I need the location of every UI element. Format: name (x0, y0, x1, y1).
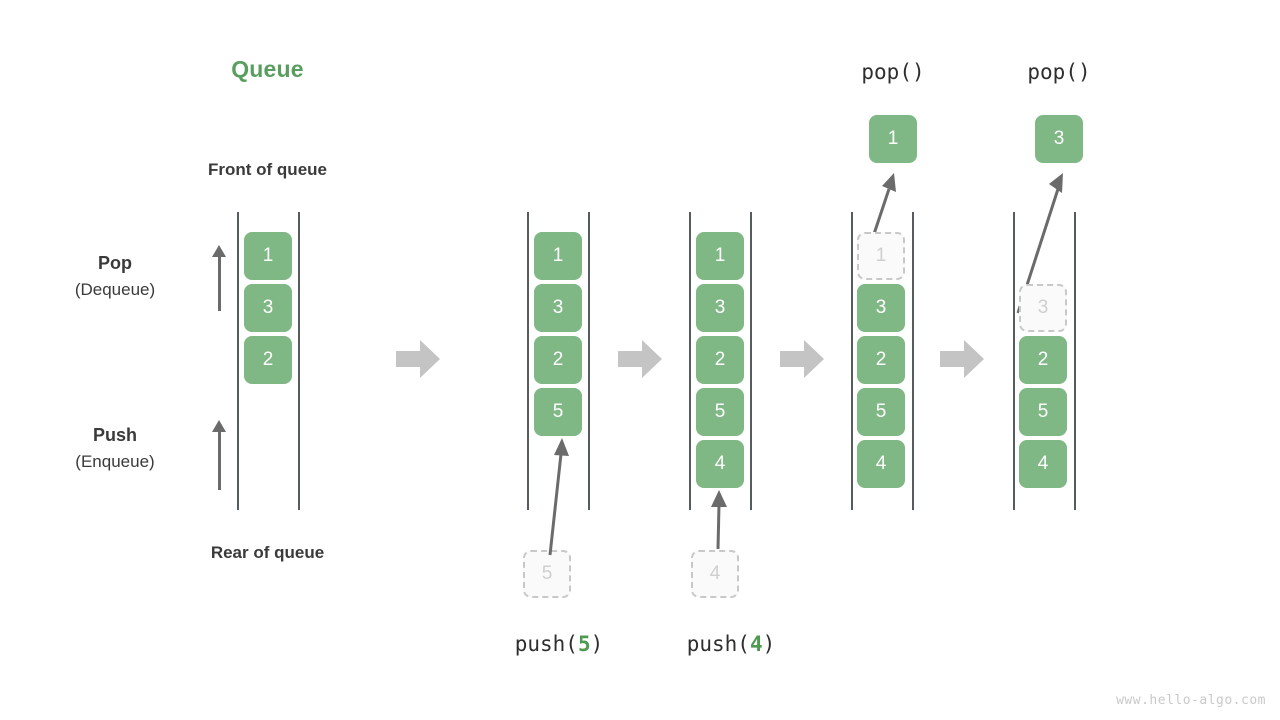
queue-slot: 2 (696, 336, 744, 384)
push-label: Push (Enqueue) (20, 422, 210, 476)
queue-slot: 2 (534, 336, 582, 384)
push-label-main: Push (92, 425, 137, 445)
step-arrow-icon (940, 340, 984, 378)
queue-slot: 5 (857, 388, 905, 436)
queue-rail-left-push5 (527, 212, 529, 510)
popped-element: 3 (1035, 115, 1083, 163)
queue-slot: 3 (1019, 284, 1067, 332)
queue-rail-left-pop1 (851, 212, 853, 510)
queue-slot: 1 (696, 232, 744, 280)
push-motion-arrow (690, 485, 760, 560)
queue-slot: 2 (244, 336, 292, 384)
push-4-caption-suffix: ) (762, 632, 776, 656)
queue-rail-left-initial (237, 212, 239, 510)
step-arrow-icon (780, 340, 824, 378)
push-4-caption: push(4) (651, 632, 811, 656)
queue-slot: 1 (244, 232, 292, 280)
queue-rail-right-push5 (588, 212, 590, 510)
queue-slot: 1 (857, 232, 905, 280)
queue-rail-left-pop3 (1013, 212, 1015, 510)
queue-slot: 5 (534, 388, 582, 436)
push-label-sub: (Enqueue) (75, 452, 155, 471)
popped-element: 1 (869, 115, 917, 163)
push-4-caption-prefix: push( (686, 632, 750, 656)
incoming-element: 5 (523, 550, 571, 598)
queue-rail-right-initial (298, 212, 300, 510)
push-5-caption-arg: 5 (577, 632, 591, 656)
queue-rail-right-pop1 (912, 212, 914, 510)
rear-of-queue-label: Rear of queue (210, 543, 325, 562)
pop-1-caption: pop() (861, 60, 925, 84)
push-5-caption-prefix: push( (514, 632, 578, 656)
queue-slot: 2 (1019, 336, 1067, 384)
pop-3-caption: pop() (1027, 60, 1091, 84)
queue-slot: 4 (696, 440, 744, 488)
queue-slot: 5 (1019, 388, 1067, 436)
queue-slot: 5 (696, 388, 744, 436)
front-of-queue-label: Front of queue (208, 160, 327, 179)
page-title: Queue (231, 56, 304, 82)
push-motion-arrow (520, 430, 600, 565)
push-5-caption-suffix: ) (590, 632, 604, 656)
queue-rail-left-push4 (689, 212, 691, 510)
queue-slot: 3 (244, 284, 292, 332)
pop-label-sub: (Dequeue) (74, 280, 156, 299)
incoming-element: 4 (691, 550, 739, 598)
pop-label: Pop (Dequeue) (20, 250, 210, 304)
pop-label-main: Pop (98, 253, 132, 273)
queue-slot: 1 (534, 232, 582, 280)
step-arrow-icon (396, 340, 440, 378)
queue-slot: 3 (857, 284, 905, 332)
queue-rail-right-push4 (750, 212, 752, 510)
watermark: www.hello-algo.com (1116, 693, 1266, 708)
pop-direction-arrow (210, 245, 226, 311)
push-5-caption: push(5) (479, 632, 639, 656)
queue-slot: 4 (1019, 440, 1067, 488)
queue-slot: 2 (857, 336, 905, 384)
queue-slot: 3 (696, 284, 744, 332)
push-direction-arrow (210, 420, 226, 490)
queue-slot: 3 (534, 284, 582, 332)
push-4-caption-arg: 4 (749, 632, 763, 656)
step-arrow-icon (618, 340, 662, 378)
queue-rail-right-pop3 (1074, 212, 1076, 510)
queue-slot: 4 (857, 440, 905, 488)
